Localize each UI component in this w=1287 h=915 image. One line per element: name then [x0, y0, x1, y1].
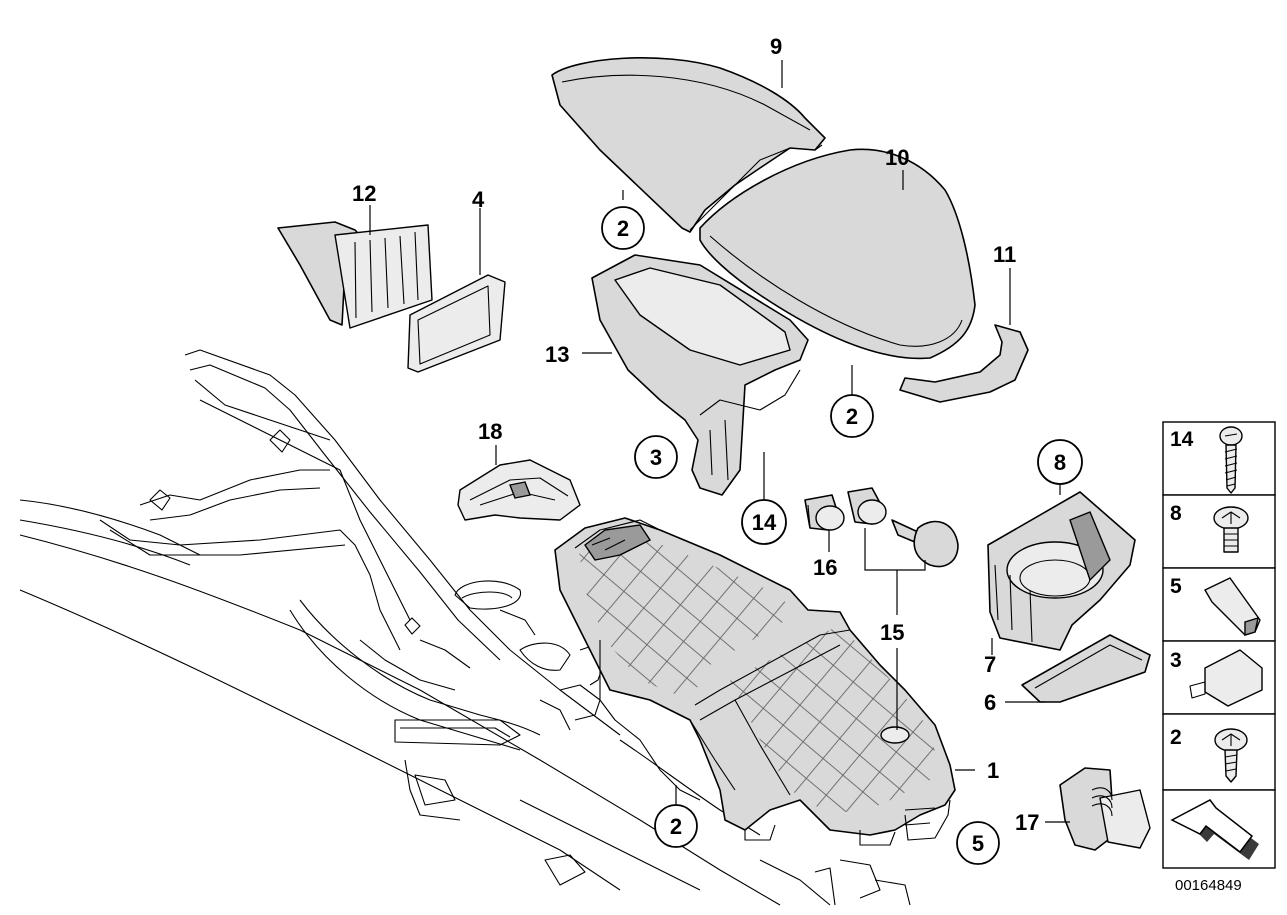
label-part-6: 6	[984, 690, 996, 715]
legend-label-14: 14	[1170, 428, 1194, 451]
part-15-lock-and-key	[847, 487, 959, 568]
label-part-12: 12	[352, 181, 376, 206]
label-part-16: 16	[813, 555, 837, 580]
callout-3: 3	[634, 435, 678, 479]
diagram-number: 00164849	[1175, 877, 1242, 894]
label-part-18: 18	[478, 419, 502, 444]
legend-label-2: 2	[1170, 726, 1182, 749]
label-part-9: 9	[770, 34, 782, 59]
callout-2-console: 2	[654, 804, 698, 848]
legend-label-3: 3	[1170, 649, 1182, 672]
callout-14: 14	[741, 499, 787, 545]
callout-3-text: 3	[650, 445, 662, 470]
part-9-armrest-cover	[551, 57, 826, 233]
label-part-7: 7	[984, 652, 996, 677]
part-4-panel	[407, 274, 506, 373]
clip-5-icon	[1204, 577, 1261, 636]
callout-2-console-text: 2	[670, 814, 682, 839]
leader-lines	[369, 60, 1070, 823]
label-part-11: 11	[993, 242, 1016, 267]
part-18-latch	[457, 459, 581, 521]
callout-5-text: 5	[972, 831, 984, 856]
part-10-armrest-lid	[699, 148, 976, 360]
vehicle-floor-frame	[19, 349, 911, 906]
callout-2-lid: 2	[830, 394, 874, 438]
legend-label-5: 5	[1170, 575, 1182, 598]
torx-screw-8-icon	[1213, 506, 1249, 553]
part-16-lock-cylinder	[804, 494, 845, 531]
part-1-center-console	[554, 517, 956, 846]
callout-14-text: 14	[752, 510, 777, 535]
label-part-1: 1	[987, 758, 999, 783]
screw-14-icon	[1219, 426, 1243, 494]
callout-8: 8	[1037, 439, 1083, 485]
label-part-15: 15	[880, 620, 904, 645]
callout-2-armrest: 2	[601, 206, 645, 250]
label-part-4: 4	[472, 187, 485, 212]
part-13-storage-bin	[591, 254, 809, 496]
part-17-switch-unit	[1059, 767, 1151, 851]
small-parts-legend: 14 8 5 3 2	[1162, 421, 1276, 869]
label-part-13: 13	[545, 342, 569, 367]
part-7-cupholder-housing	[987, 491, 1136, 651]
callout-5: 5	[956, 821, 1000, 865]
label-part-10: 10	[885, 145, 909, 170]
direction-arrow-icon	[1170, 799, 1259, 860]
label-part-17: 17	[1015, 810, 1039, 835]
cap-3-icon	[1189, 649, 1263, 707]
part-11-trim-strip	[899, 324, 1029, 403]
callout-2-lid-text: 2	[846, 404, 858, 429]
part-12-tray	[277, 221, 433, 329]
torx-screw-2-icon	[1214, 728, 1248, 783]
callout-8-text: 8	[1054, 450, 1066, 475]
legend-label-8: 8	[1170, 502, 1182, 525]
callout-2-armrest-text: 2	[617, 216, 629, 241]
